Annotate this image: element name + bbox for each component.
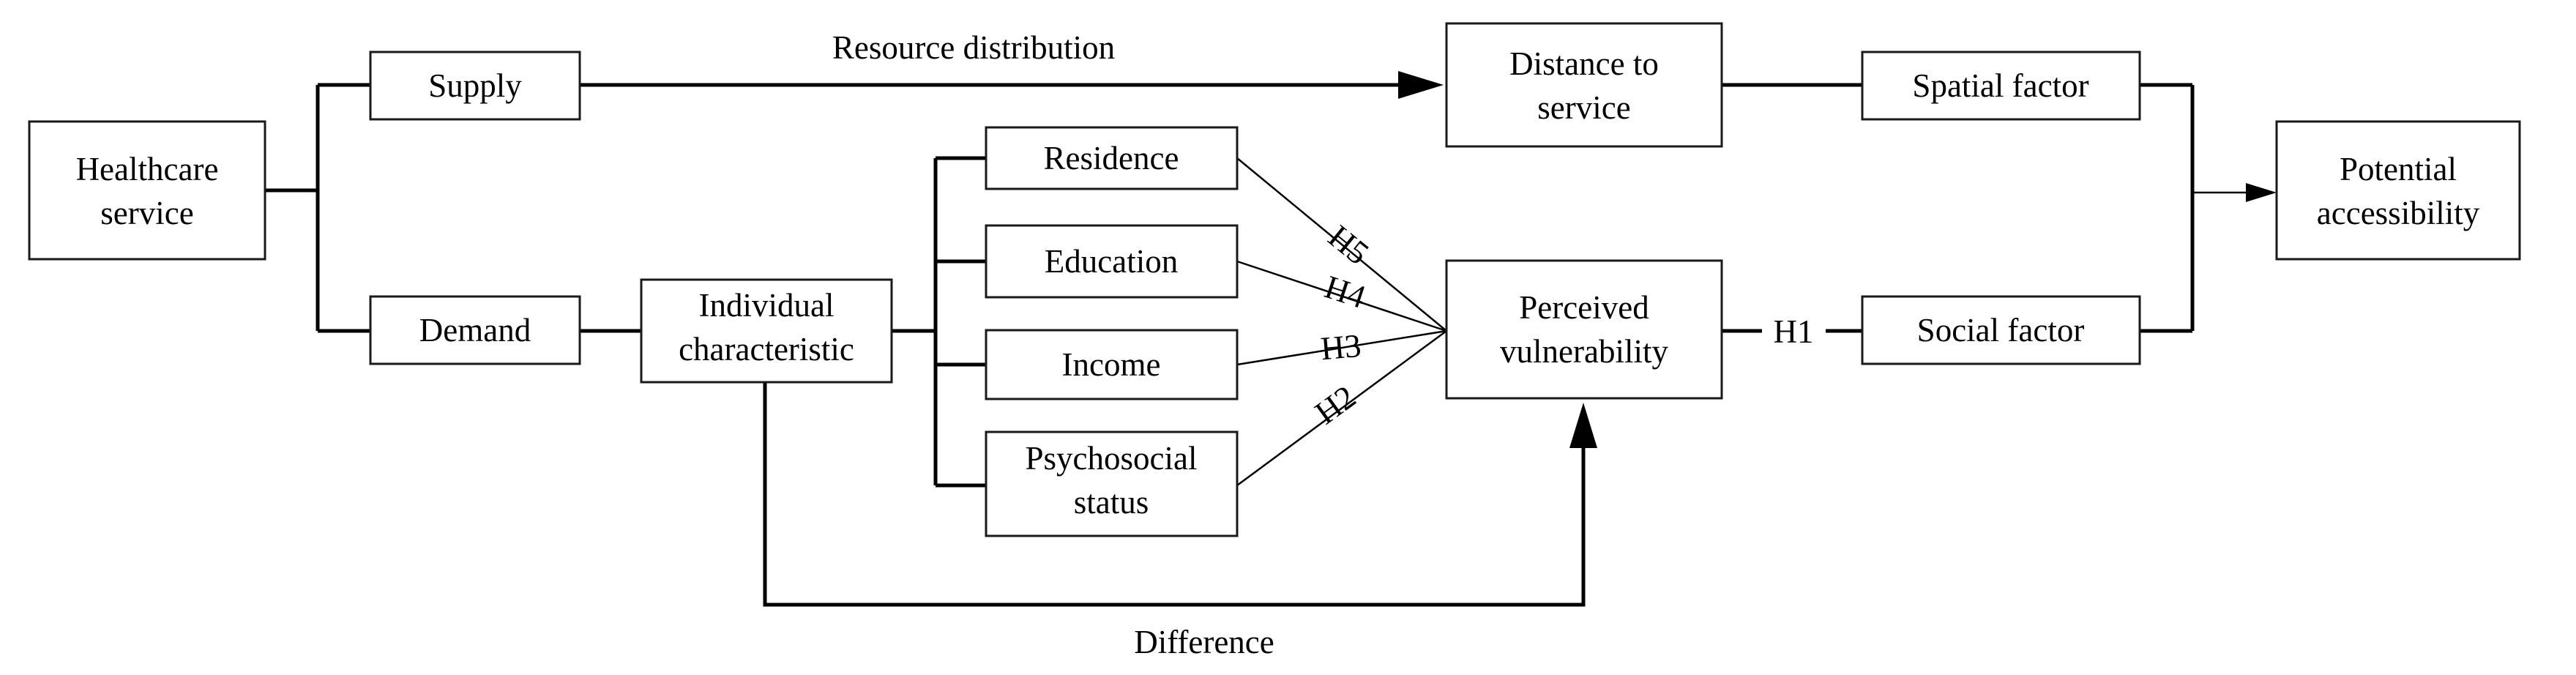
svg-text:Individual: Individual (699, 287, 835, 324)
svg-text:characteristic: characteristic (679, 331, 854, 368)
node-income: Income (985, 329, 1239, 400)
node-healthcare-service: Healthcare service (28, 120, 266, 261)
label-h4: H4 (1321, 268, 1370, 316)
svg-text:status: status (1074, 484, 1149, 521)
h4-line (1236, 260, 1447, 332)
label-h3: H3 (1319, 327, 1362, 368)
node-individual-characteristic: Individual characteristic (640, 278, 893, 384)
label-h5: H5 (1321, 218, 1375, 272)
svg-text:service: service (100, 195, 193, 231)
svg-text:Healthcare: Healthcare (76, 151, 219, 187)
svg-text:Spatial factor: Spatial factor (1912, 67, 2088, 104)
node-social-factor: Social factor (1861, 295, 2141, 365)
node-education: Education (985, 224, 1239, 299)
svg-text:accessibility: accessibility (2317, 195, 2480, 231)
svg-text:Psychosocial: Psychosocial (1026, 440, 1198, 477)
h2-line (1236, 329, 1447, 487)
h3-line (1236, 329, 1447, 366)
node-supply: Supply (369, 51, 581, 121)
healthcare-split-connector (265, 83, 370, 333)
svg-text:Supply: Supply (428, 67, 522, 104)
label-resource-distribution: Resource distribution (832, 29, 1115, 66)
svg-text:Demand: Demand (419, 312, 531, 348)
svg-text:Income: Income (1062, 346, 1161, 383)
label-h1: H1 (1774, 313, 1814, 350)
factor-merge-connector (2140, 83, 2277, 333)
svg-text:Education: Education (1045, 243, 1178, 280)
individual-split-connector (892, 156, 986, 488)
node-residence: Residence (985, 126, 1239, 190)
svg-text:Social factor: Social factor (1917, 312, 2085, 348)
node-psychosocial-status: Psychosocial status (985, 430, 1239, 537)
node-distance-to-service: Distance to service (1445, 22, 1723, 148)
svg-text:Perceived: Perceived (1519, 289, 1649, 326)
label-h2: H2 (1308, 378, 1362, 431)
node-potential-accessibility: Potential accessibility (2275, 120, 2521, 261)
node-demand: Demand (369, 295, 581, 365)
resource-distribution-arrow (580, 71, 1444, 99)
svg-text:Distance to: Distance to (1509, 45, 1659, 82)
svg-text:Potential: Potential (2340, 151, 2457, 187)
node-spatial-factor: Spatial factor (1861, 51, 2141, 121)
h5-line (1236, 157, 1447, 332)
svg-text:Residence: Residence (1044, 140, 1179, 176)
node-perceived-vulnerability: Perceived vulnerability (1445, 259, 1723, 400)
label-difference: Difference (1134, 624, 1274, 660)
difference-arrow (763, 382, 1597, 607)
hypothesis-lines (1236, 157, 1447, 487)
svg-text:vulnerability: vulnerability (1500, 333, 1668, 370)
svg-text:service: service (1537, 89, 1630, 126)
